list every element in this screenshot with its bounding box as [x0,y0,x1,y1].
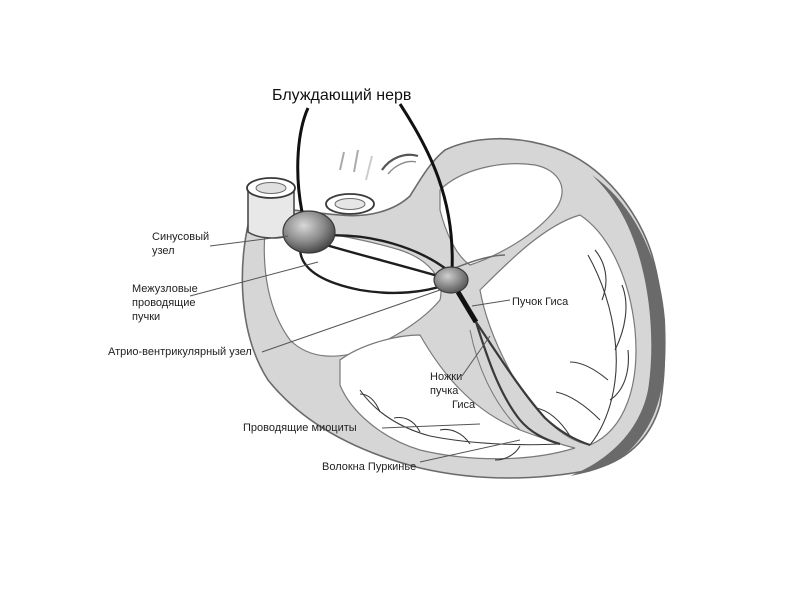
leader-his-legs [461,335,491,377]
purkinje-fiber-6 [569,361,609,381]
purkinje-fibers-label: Волокна Пуркинье [322,461,416,473]
septum-line [469,329,521,431]
internodal-label-line3: пучки [132,311,160,323]
his-legs-label-line3: Гиса [452,399,476,411]
left-atrium [439,163,563,266]
purkinje-fiber-rv-2 [439,428,471,445]
his-bundle [455,290,479,324]
his-bundle-label: Пучок Гиса [512,296,569,308]
conducting-myocytes-label: Проводящие миоциты [243,422,357,434]
his-legs-label-line2: пучка [430,385,459,397]
vagus-nerve-right [398,103,454,271]
leader-internodal [189,261,319,297]
purkinje-fiber-rv-5 [494,445,521,461]
purkinje-fiber-7 [535,407,571,437]
av-node-label: Атрио-вентрикулярный узел [108,346,252,358]
purkinje-fiber-3 [614,284,627,351]
internodal-label-line1: Межузловые [132,283,198,295]
leader-conducting-myocytes [381,423,481,429]
sinus-node [282,210,336,254]
vagus-nerve-left [296,107,310,213]
leader-sinus-node [209,235,289,247]
interatrial-bundle [454,254,506,269]
purkinje-fiber-2 [609,349,629,401]
vessel-line-1 [339,151,345,171]
purkinje-fiber-1 [587,254,617,446]
vessel-line-2 [353,149,359,173]
purkinje-fiber-rv-4 [359,393,381,413]
internodal-label-line2: проводящие [132,297,195,309]
sinus-node-label-line2: узел [152,245,175,257]
purkinje-fiber-rv-3 [393,416,421,433]
sinus-node-label-line1: Синусовый [152,231,209,243]
purkinje-fiber-4 [594,249,607,301]
purkinje-fiber-5 [555,391,601,421]
leader-purkinje [419,439,521,463]
av-node [433,266,469,294]
vagus-nerve-label: Блуждающий нерв [272,87,411,104]
his-bundle-right-branch [474,321,561,446]
purkinje-fiber-rv-1 [359,389,561,446]
internodal-path-3 [319,234,451,273]
leader-av-node [261,289,441,353]
pulmonary-vessel-inner [334,198,366,210]
his-bundle-left-branch [475,321,591,447]
his-legs-label-line1: Ножки [430,371,462,383]
aorta-arch [381,153,419,171]
leader-his-bundle [471,299,511,307]
superior-vena-cava-inner [255,182,287,194]
internodal-path-2 [298,247,446,295]
heart-shadow [570,175,666,476]
aorta-arch-inner [387,160,417,175]
vessel-line-3 [365,155,373,181]
